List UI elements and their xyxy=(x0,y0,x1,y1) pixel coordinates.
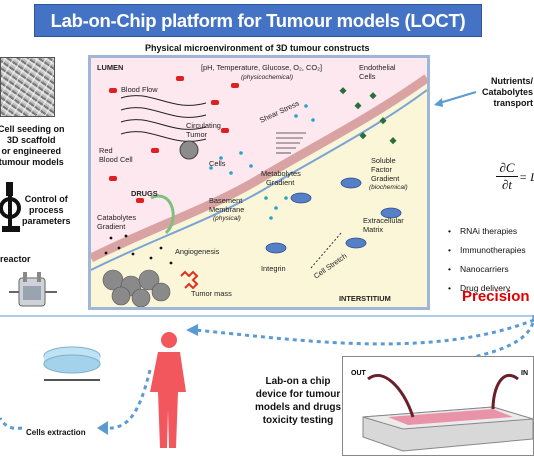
diffusion-equation: ∂C ∂t xyxy=(496,160,518,193)
endothelial-label-2: Cells xyxy=(359,72,376,81)
equation-fraction-bar xyxy=(496,176,518,177)
diagram-subtitle: Physical microenvironment of 3D tumour c… xyxy=(145,43,370,53)
cell-stretch-label: Cell Stretch xyxy=(312,251,348,280)
bullet-rnai: RNAi therapies xyxy=(448,222,526,241)
chip-in-label: IN xyxy=(521,370,528,377)
chip-out-label: OUT xyxy=(351,370,367,377)
interstitium-label: INTERSTITIUM xyxy=(339,294,391,303)
equation-denominator: ∂t xyxy=(501,177,513,192)
control-line-2: process xyxy=(29,205,64,215)
red-blood-label-1: Red xyxy=(99,146,113,155)
seeding-line-1: Cell seeding on xyxy=(0,124,65,134)
catabolytes-label-1: Catabolytes xyxy=(97,213,136,222)
control-line-3: parameters xyxy=(22,216,71,226)
basement-label-1: Basement xyxy=(209,196,242,205)
tumor-mass-cells xyxy=(102,269,171,307)
person-icon xyxy=(150,332,186,448)
angiogenesis-vessel xyxy=(180,270,199,290)
device-line-4: toxicity testing xyxy=(262,415,334,426)
chip-device-svg: OUT IN xyxy=(351,370,534,452)
seeding-line-4: tumour models xyxy=(0,157,64,167)
reactor-label: reactor xyxy=(0,254,31,264)
circulating-label-1: Circulating xyxy=(186,121,221,130)
metabolyte-dots xyxy=(209,104,315,220)
tumour-microenvironment-diagram: LUMEN [pH, Temperature, Glucose, O₂, CO₂… xyxy=(88,55,430,310)
endothelial-label-1: Endothelial xyxy=(359,63,396,72)
device-line-2: device for tumour xyxy=(255,389,341,400)
therapy-bullet-list: RNAi therapies Immunotherapies Nanocarri… xyxy=(448,222,526,298)
params-sub-label: (physicochemical) xyxy=(241,74,293,81)
blood-flow-label: Blood Flow xyxy=(121,85,158,94)
bullet-nanocarriers: Nanocarriers xyxy=(448,260,526,279)
microenvironment-svg: LUMEN [pH, Temperature, Glucose, O₂, CO₂… xyxy=(91,58,427,307)
soluble-factor-squares xyxy=(339,87,397,145)
control-line-1: Control of xyxy=(24,194,68,204)
bullet-drug-delivery: Drug delivery xyxy=(448,279,526,298)
precision-label: Precision xyxy=(462,288,530,305)
ecm-label-2: Matrix xyxy=(363,225,383,234)
red-blood-label-2: Blood Cell xyxy=(99,155,133,164)
circulating-tumor-cell xyxy=(179,140,199,160)
seeding-line-3: or engineered xyxy=(1,146,62,156)
title-banner: Lab-on-Chip platform for Tumour models (… xyxy=(34,4,482,37)
equation-rhs: = D xyxy=(519,170,534,184)
endothelial-layer xyxy=(91,74,427,263)
basement-membrane-line xyxy=(91,89,427,271)
red-blood-cells xyxy=(109,76,239,203)
seeding-line-2: 3D scaffold xyxy=(7,135,56,145)
params-label: [pH, Temperature, Glucose, O₂, CO₂] xyxy=(201,63,322,72)
seeding-label: Cell seeding on 3D scaffold or engineere… xyxy=(0,124,65,168)
bullet-immunotherapies: Immunotherapies xyxy=(448,241,526,260)
transport-arrow xyxy=(434,91,477,107)
basement-label-2: Membrane xyxy=(209,205,244,214)
nutrients-label: Nutrients/ Catabolytes transport xyxy=(482,76,533,109)
equation-numerator: ∂C xyxy=(499,160,515,175)
control-label: Control of process parameters xyxy=(22,194,71,227)
interstitial-cells xyxy=(265,177,402,254)
basement-sub-label: (physical) xyxy=(213,215,241,222)
lumen-label: LUMEN xyxy=(97,63,123,72)
soluble-label-1: Soluble xyxy=(371,156,396,165)
petri-dish-icon xyxy=(43,346,101,381)
chip-device-panel: OUT IN xyxy=(342,356,534,456)
device-line-1: Lab-on a chip xyxy=(265,376,331,387)
device-description: Lab-on a chip device for tumour models a… xyxy=(248,375,348,427)
drugs-label: DRUGS xyxy=(131,189,158,198)
ecm-label-1: Extracellular xyxy=(363,216,404,225)
soluble-label-3: Gradient xyxy=(371,174,399,183)
cells-extraction-label: Cells extraction xyxy=(26,428,86,437)
circulating-label-2: Tumor xyxy=(186,130,208,139)
microscope-icon xyxy=(0,182,21,232)
process-flow-arrows xyxy=(0,314,534,435)
device-line-3: models and drugs xyxy=(254,402,342,413)
catabolyte-dots xyxy=(104,234,173,265)
shear-stress-lines xyxy=(276,132,306,154)
nutrients-line-2: Catabolytes xyxy=(482,87,534,97)
tumor-mass-label: Tumor mass xyxy=(191,289,232,298)
nutrients-line-3: transport xyxy=(493,98,534,108)
circulating-label-3: Cells xyxy=(209,159,226,168)
blood-flow-lines xyxy=(120,95,207,142)
soluble-sub-label: (biochemical) xyxy=(369,184,408,191)
scaffold-sem-image xyxy=(0,57,55,117)
page-title: Lab-on-Chip platform for Tumour models (… xyxy=(50,9,466,31)
soluble-label-2: Factor xyxy=(371,165,392,174)
metabolytes-label-2: Gradient xyxy=(266,178,294,187)
catabolytes-label-2: Gradient xyxy=(97,222,125,231)
angiogenesis-label: Angiogenesis xyxy=(175,247,220,256)
nutrients-line-1: Nutrients/ xyxy=(491,76,534,86)
drugs-arrow xyxy=(150,194,175,235)
integrin-label: Integrin xyxy=(261,264,286,273)
metabolytes-label-1: Metabolytes xyxy=(261,169,301,178)
bioreactor-icon xyxy=(9,272,57,307)
